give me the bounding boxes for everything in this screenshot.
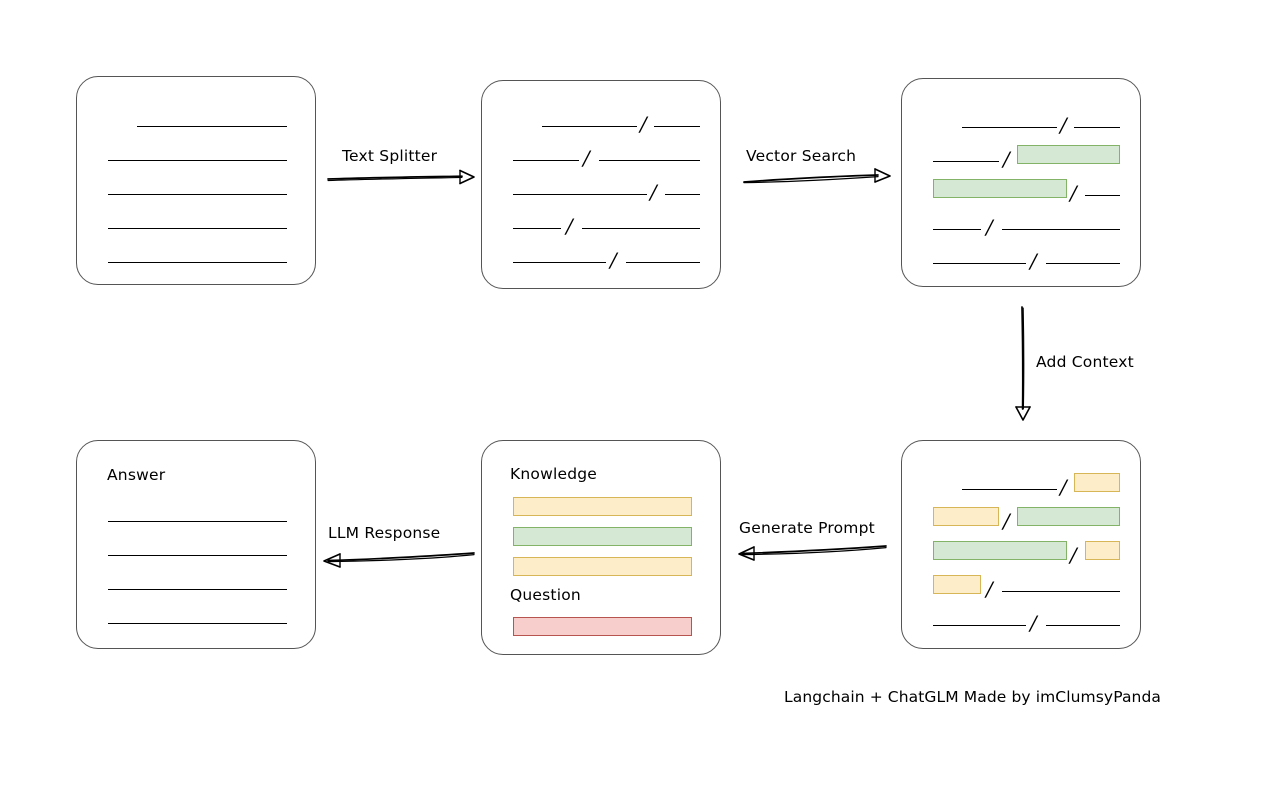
arrow-label-llm-response: LLM Response	[328, 524, 441, 542]
arrow-add-context	[1015, 306, 1031, 421]
split-chunk-text-rule	[626, 262, 700, 263]
source-document-text-rule	[108, 160, 287, 161]
split-chunk-text-rule	[582, 228, 700, 229]
source-document-text-rule	[108, 228, 287, 229]
source-document-text-rule	[108, 262, 287, 263]
chunk-separator-slash: /	[1030, 611, 1037, 635]
context-added-text-rule	[933, 625, 1026, 626]
split-chunk-text-rule	[654, 126, 700, 127]
split-chunk-text-rule	[513, 194, 647, 195]
chunk-separator-slash: /	[1003, 509, 1010, 533]
box-vector-matched: / / / / /	[901, 78, 1141, 287]
knowledge-bar-green	[513, 527, 692, 546]
knowledge-label: Knowledge	[510, 465, 598, 483]
vector-matched-text-rule	[962, 127, 1057, 128]
context-added-highlight-yellow	[1085, 541, 1120, 560]
vector-matched-text-rule	[933, 229, 981, 230]
knowledge-bar-yellow	[513, 557, 692, 576]
answer-text-rule	[108, 555, 287, 556]
answer-text-rule	[108, 521, 287, 522]
split-chunk-text-rule	[513, 228, 561, 229]
split-chunk-text-rule	[665, 194, 700, 195]
vector-matched-highlight-green	[1017, 145, 1120, 164]
answer-text-rule	[108, 589, 287, 590]
source-document-text-rule	[108, 194, 287, 195]
box-prompt	[481, 440, 721, 655]
context-added-highlight-green	[1017, 507, 1120, 526]
chunk-separator-slash: /	[583, 146, 590, 170]
chunk-separator-slash: /	[650, 180, 657, 204]
question-label: Question	[510, 586, 581, 604]
context-added-highlight-yellow	[933, 507, 999, 526]
arrow-label-text-splitter: Text Splitter	[342, 147, 438, 165]
arrow-llm-response	[323, 552, 475, 568]
question-bar-red	[513, 617, 692, 636]
context-added-text-rule	[1002, 591, 1120, 592]
split-chunk-text-rule	[513, 262, 606, 263]
box-source-document	[76, 76, 316, 285]
chunk-separator-slash: /	[566, 214, 573, 238]
context-added-text-rule	[1046, 625, 1120, 626]
vector-matched-text-rule	[1074, 127, 1120, 128]
vector-matched-text-rule	[1046, 263, 1120, 264]
chunk-separator-slash: /	[1003, 147, 1010, 171]
context-added-text-rule	[962, 489, 1057, 490]
arrow-label-generate-prompt: Generate Prompt	[739, 519, 875, 537]
chunk-separator-slash: /	[1060, 475, 1067, 499]
arrow-generate-prompt	[738, 545, 887, 561]
arrow-vector-search	[743, 168, 891, 184]
arrow-label-vector-search: Vector Search	[746, 147, 857, 165]
chunk-separator-slash: /	[1060, 113, 1067, 137]
chunk-separator-slash: /	[986, 577, 993, 601]
context-added-highlight-green	[933, 541, 1067, 560]
vector-matched-text-rule	[933, 161, 999, 162]
chunk-separator-slash: /	[1070, 543, 1077, 567]
chunk-separator-slash: /	[610, 248, 617, 272]
context-added-highlight-yellow	[1074, 473, 1120, 492]
split-chunk-text-rule	[513, 160, 579, 161]
box-context-added: / / / / /	[901, 440, 1141, 649]
box-answer	[76, 440, 316, 649]
vector-matched-text-rule	[933, 263, 1026, 264]
vector-matched-highlight-green	[933, 179, 1067, 198]
footer-note: Langchain + ChatGLM Made by imClumsyPand…	[784, 688, 1162, 706]
box-split-chunks: / / / / /	[481, 80, 721, 289]
split-chunk-text-rule	[599, 160, 700, 161]
source-document-text-rule	[137, 126, 287, 127]
knowledge-bar-yellow	[513, 497, 692, 516]
answer-title: Answer	[107, 466, 166, 484]
arrow-text-splitter	[327, 169, 475, 185]
context-added-highlight-yellow	[933, 575, 981, 594]
vector-matched-text-rule	[1085, 195, 1120, 196]
split-chunk-text-rule	[542, 126, 637, 127]
chunk-separator-slash: /	[1070, 181, 1077, 205]
chunk-separator-slash: /	[1030, 249, 1037, 273]
vector-matched-text-rule	[1002, 229, 1120, 230]
arrow-label-add-context: Add Context	[1036, 353, 1134, 371]
chunk-separator-slash: /	[640, 112, 647, 136]
answer-text-rule	[108, 623, 287, 624]
chunk-separator-slash: /	[986, 215, 993, 239]
